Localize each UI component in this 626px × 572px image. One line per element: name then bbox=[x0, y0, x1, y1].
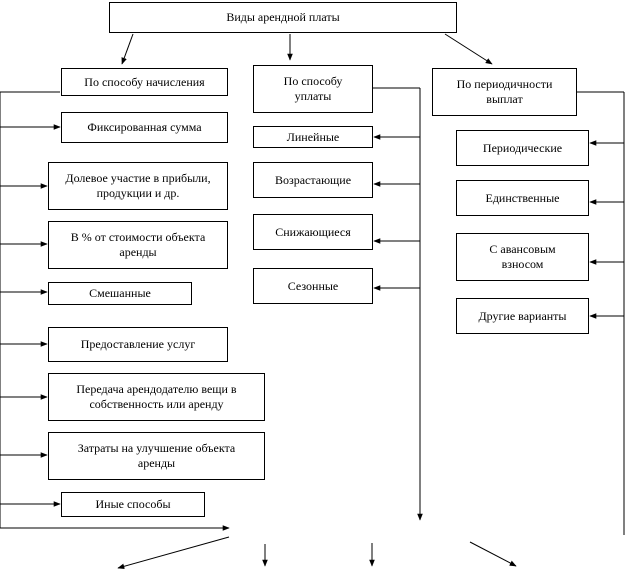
periodicity-item-label: С авансовым взносом bbox=[489, 242, 556, 271]
accrual-item-5: Предоставление услуг bbox=[48, 327, 228, 362]
periodicity-item-label: Единственные bbox=[485, 190, 560, 205]
accrual-item-7: Затраты на улучшение объекта аренды bbox=[48, 432, 265, 480]
payment-item-label: Линейные bbox=[286, 129, 340, 144]
periodicity-item-4: Другие варианты bbox=[456, 298, 589, 334]
accrual-item-4: Смешанные bbox=[48, 282, 192, 305]
accrual-item-label: Передача арендодателю вещи в собственнос… bbox=[76, 382, 237, 411]
accrual-item-8: Иные способы bbox=[61, 492, 205, 517]
accrual-item-3: В % от стоимости объекта аренды bbox=[48, 221, 228, 269]
accrual-item-label: Долевое участие в прибыли, продукции и д… bbox=[65, 171, 211, 200]
category-accrual-label: По способу начисления bbox=[84, 74, 205, 89]
category-payment-box: По способу уплаты bbox=[253, 65, 373, 113]
payment-item-2: Возрастающие bbox=[253, 162, 373, 198]
title-label: Виды арендной платы bbox=[226, 10, 340, 24]
payment-item-label: Возрастающие bbox=[274, 172, 352, 187]
periodicity-item-1: Периодические bbox=[456, 130, 589, 166]
accrual-item-1: Фиксированная сумма bbox=[61, 112, 228, 143]
payment-item-3: Снижающиеся bbox=[253, 214, 373, 250]
payment-item-1: Линейные bbox=[253, 126, 373, 148]
accrual-item-label: Предоставление услуг bbox=[80, 337, 196, 351]
payment-item-label: Снижающиеся bbox=[275, 224, 351, 239]
periodicity-item-3: С авансовым взносом bbox=[456, 233, 589, 281]
accrual-item-6: Передача арендодателю вещи в собственнос… bbox=[48, 373, 265, 421]
accrual-item-label: Затраты на улучшение объекта аренды bbox=[77, 441, 236, 470]
periodicity-item-label: Другие варианты bbox=[478, 308, 567, 323]
accrual-item-label: Иные способы bbox=[95, 497, 171, 511]
periodicity-item-2: Единственные bbox=[456, 180, 589, 216]
category-payment-label: По способу уплаты bbox=[283, 74, 343, 103]
payment-item-4: Сезонные bbox=[253, 268, 373, 304]
accrual-item-label: В % от стоимости объекта аренды bbox=[70, 230, 206, 259]
payment-item-label: Сезонные bbox=[287, 278, 339, 293]
category-accrual-box: По способу начисления bbox=[61, 68, 228, 96]
category-periodicity-box: По периодичности выплат bbox=[432, 68, 577, 116]
periodicity-item-label: Периодические bbox=[482, 140, 563, 155]
accrual-item-label: Фиксированная сумма bbox=[87, 120, 202, 134]
accrual-item-label: Смешанные bbox=[89, 286, 151, 300]
title-box: Виды арендной платы bbox=[109, 2, 457, 33]
accrual-item-2: Долевое участие в прибыли, продукции и д… bbox=[48, 162, 228, 210]
category-periodicity-label: По периодичности выплат bbox=[456, 77, 553, 106]
